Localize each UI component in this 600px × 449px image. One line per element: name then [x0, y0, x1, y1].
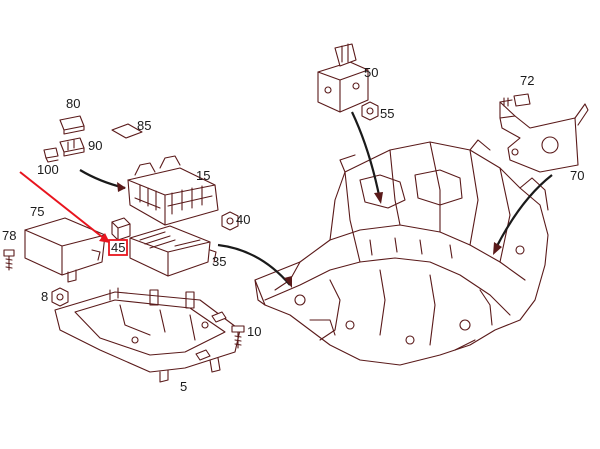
callout-55: 55: [380, 106, 394, 121]
part-78-screw: [3, 249, 15, 271]
vehicle-body-structure: [254, 139, 549, 366]
callout-15: 15: [196, 168, 210, 183]
callout-35: 35: [212, 254, 226, 269]
part-100-connector: [43, 147, 59, 163]
highlight-box: [108, 239, 128, 256]
callout-85: 85: [137, 118, 151, 133]
callout-90: 90: [88, 138, 102, 153]
callout-80: 80: [66, 96, 80, 111]
part-10-screw: [231, 325, 245, 349]
tray-clips: [195, 311, 227, 361]
callout-72: 72: [520, 73, 534, 88]
callout-labels: 80 85 90 100 15 75 78 45 40 35 8 10 5 50…: [2, 65, 584, 394]
callout-78: 78: [2, 228, 16, 243]
leader-lines: [79, 111, 553, 288]
highlight-indicator: [19, 171, 128, 256]
part-55-nut: [361, 101, 379, 121]
part-75-control-unit: [24, 217, 106, 283]
callout-75: 75: [30, 204, 44, 219]
callout-8: 8: [41, 289, 48, 304]
callout-70: 70: [570, 168, 584, 183]
part-8-nut: [51, 287, 69, 307]
part-70-bracket: [499, 101, 589, 173]
part-40-nut: [221, 211, 239, 231]
part-80-connector: [59, 115, 85, 135]
part-45-relay: [111, 217, 131, 241]
callout-10: 10: [247, 324, 261, 339]
part-85-relay-plate: [111, 123, 143, 139]
callout-5: 5: [180, 379, 187, 394]
callout-40: 40: [236, 212, 250, 227]
callout-45: 45: [111, 240, 125, 255]
part-72-bolt: [499, 93, 531, 107]
part-90-connector: [59, 137, 85, 157]
callout-100: 100: [37, 162, 59, 177]
callout-50: 50: [364, 65, 378, 80]
part-5-mounting-tray: [54, 287, 241, 383]
part-50-sensor-module: [317, 43, 369, 113]
part-35-module: [129, 225, 217, 277]
part-15-fuse-box: [127, 155, 219, 226]
